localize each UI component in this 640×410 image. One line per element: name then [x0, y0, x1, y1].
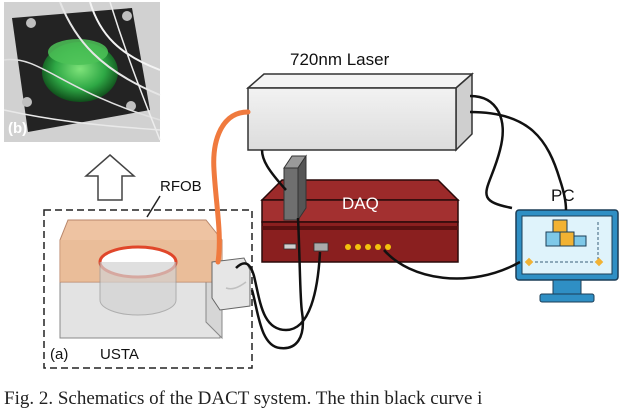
usta-label: USTA: [100, 346, 139, 363]
rfob-label: RFOB: [160, 178, 202, 195]
usta-dashed-frame: [43, 209, 253, 369]
rfob-leader-line: [146, 195, 161, 218]
pc-label: PC: [551, 186, 575, 205]
photo-panel-b: [3, 1, 161, 142]
cube-icon: [545, 219, 587, 247]
usta-block: [59, 219, 251, 340]
up-arrow-icon: [84, 154, 136, 201]
panel-a-label: (a): [50, 346, 69, 363]
cables: [211, 94, 568, 350]
laser-label: 720nm Laser: [290, 50, 390, 69]
panel-b-label: (b): [8, 120, 28, 137]
figure-caption: Fig. 2. Schematics of the DACT system. T…: [4, 388, 483, 409]
daq-box: [260, 154, 460, 263]
pc-monitor: [515, 209, 619, 303]
daq-label: DAQ: [342, 194, 379, 213]
laser-box: [246, 72, 474, 152]
